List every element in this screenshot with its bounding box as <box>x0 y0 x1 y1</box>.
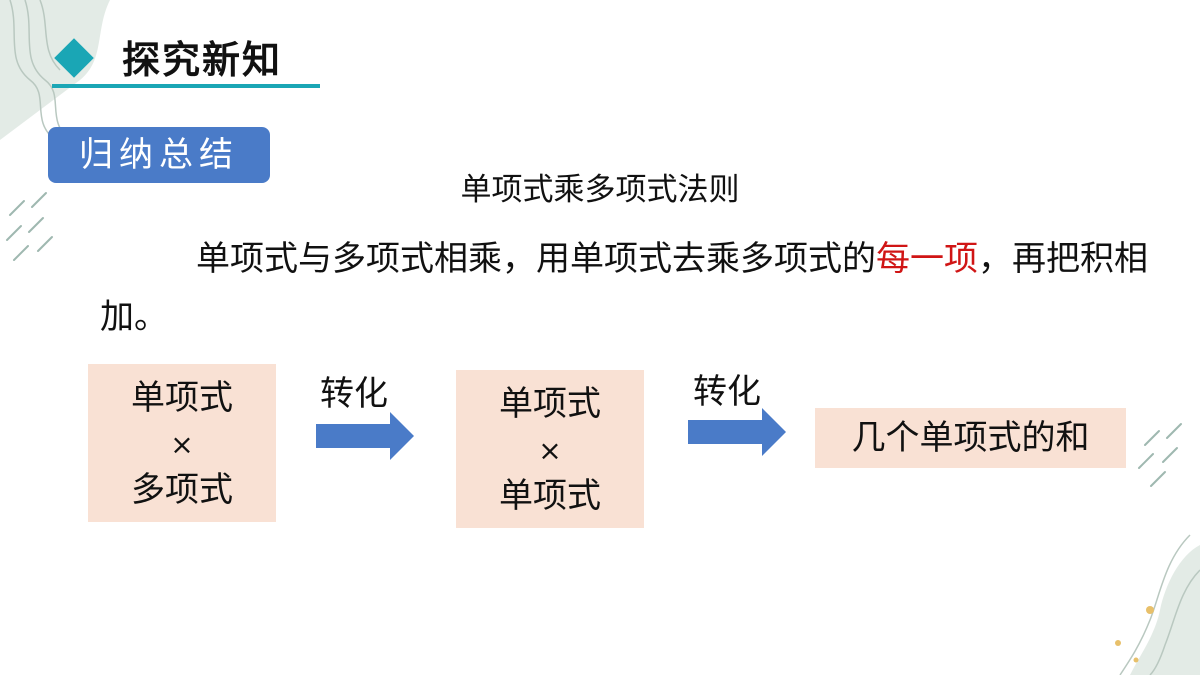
flow-box2-operator: × <box>538 434 562 467</box>
flow-box-monomial-times-polynomial: 单项式 × 多项式 <box>88 364 276 522</box>
page-title: 探究新知 <box>122 38 283 82</box>
summary-badge: 归纳总结 <box>48 127 270 183</box>
flow-box1-operator: × <box>170 428 194 461</box>
flow-box1-top: 单项式 <box>131 378 233 418</box>
header-underline <box>52 84 320 88</box>
flow-box-sum-of-monomials: 几个单项式的和 <box>815 408 1126 468</box>
arrow-right-icon <box>316 412 414 460</box>
rule-text-after: ，再把积相加。 <box>100 239 1148 337</box>
arrow-right-icon <box>688 408 786 456</box>
rule-text: 单项式与多项式相乘，用单项式去乘多项式的每一项，再把积相加。 <box>100 230 1160 346</box>
rule-text-before: 单项式与多项式相乘，用单项式去乘多项式的 <box>196 239 876 279</box>
rule-title-text: 单项式乘多项式法则 <box>460 172 740 208</box>
decorative-corner-bottom-right <box>1115 534 1200 675</box>
rule-title: 单项式乘多项式法则 <box>0 168 1200 212</box>
flow-box1-bottom: 多项式 <box>131 470 233 510</box>
flow-box2-bottom: 单项式 <box>499 476 601 516</box>
decorative-corner-top-left <box>0 0 110 141</box>
arrow1-label: 转化 <box>320 374 388 414</box>
flow-box-monomial-times-monomial: 单项式 × 单项式 <box>456 370 644 528</box>
arrow2-label: 转化 <box>693 372 761 412</box>
decorative-dashes-left <box>6 192 53 261</box>
decorative-dashes-right <box>1138 423 1182 487</box>
rule-text-highlight: 每一项 <box>876 239 978 279</box>
flow-box2-top: 单项式 <box>499 384 601 424</box>
